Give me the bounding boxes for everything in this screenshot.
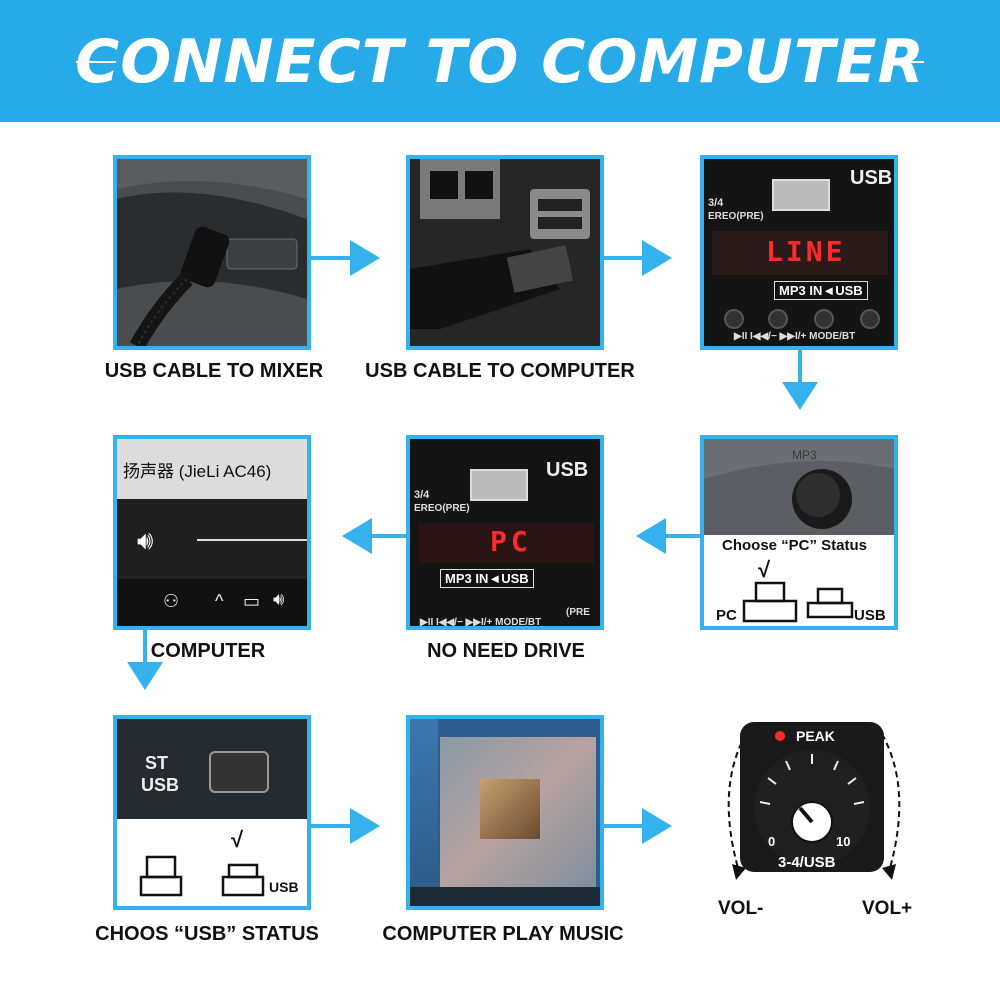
device-name: 扬声器 (JieLi AC46) [123,462,272,481]
usb-label: USB [850,167,893,189]
speaker-icon: 🔊︎ [137,525,154,555]
title-banner: CONNECT TO COMPUTER [0,0,1000,122]
mixer-button [768,309,788,329]
transport-labels: ▶II I◀◀/− ▶▶I/+ MODE/BT [734,331,856,342]
st-label: ST [145,753,169,773]
computer-sound-popup: 扬声器 (JieLi AC46) 🔊︎ ⚇ ^ ▭ 🔊︎ [113,435,311,630]
album-art [480,779,540,839]
arrow-right [642,240,672,276]
arrow-right [642,808,672,844]
network-icon: ▭ [243,591,261,611]
banner-rule-right [884,61,924,63]
display-readout: PC [490,525,532,558]
switch-pressed-icon [742,581,798,623]
knob-row [724,309,884,329]
transport-labels: ▶II I◀◀/− ▶▶I/+ MODE/BT [420,617,542,628]
instruction-text: Choose “PC” Status [722,537,868,554]
photo-usb-cable-computer [406,155,604,350]
mode-knob-photo: MP3 [704,439,894,535]
taskbar [117,579,307,626]
vol-plus-label: VOL+ [862,898,913,919]
input-label-sub: EREO(PRE) [708,211,764,222]
photo-usb-cable-mixer [113,155,311,350]
peak-label: PEAK [796,728,835,744]
mixer-button [814,309,834,329]
cable-plug-illustration [117,159,307,346]
pc-status-switch-panel: MP3 Choose “PC” Status √ PC USB [700,435,898,630]
switch-button [209,751,269,793]
page-title: CONNECT TO COMPUTER [75,27,925,97]
caption-no-need-drive: NO NEED DRIVE [427,640,585,662]
usb-label: USB [269,879,299,895]
switch-pressed-icon [221,863,265,897]
arrow-down [782,382,818,410]
checkmark: √ [231,827,244,852]
input-label-sub: EREO(PRE) [414,503,470,514]
mp3-in-usb-label: MP3 IN◄USB [440,569,534,588]
arrow-left [636,518,666,554]
svg-text:MP3: MP3 [792,448,817,462]
desktop-icons [410,719,438,906]
switch-released-icon [139,855,183,897]
usb-label: USB [854,607,886,624]
usb-label: USB [141,775,180,795]
knob-min-label: 0 [768,834,776,849]
volume-tray-icon: 🔊︎ [273,589,285,609]
arrow-right [350,240,380,276]
usb-status-switch-panel: ST USB √ USB [113,715,311,910]
mp3-in-usb-label: MP3 IN◄USB [774,281,868,300]
taskbar [410,887,600,906]
photo-mixer-panel-line: USB 3/4 EREO(PRE) LINE MP3 IN◄USB ▶II I◀… [700,155,898,350]
caption-computer-play-music: COMPUTER PLAY MUSIC [382,923,624,945]
popup-header [117,439,307,499]
volume-knob-illustration: PEAK 0 10 3-4/USB [706,718,918,890]
caption-computer: COMPUTER [150,640,266,662]
vol-minus-label: VOL- [718,898,764,919]
mixer-button [860,309,880,329]
arrow-down [127,662,163,690]
chevron-up-icon: ^ [215,591,224,611]
usb-port [470,469,528,501]
switch-released-icon [806,587,854,619]
led-display [712,231,888,275]
people-icon: ⚇ [163,591,180,611]
input-label: 3/4 [414,489,430,501]
banner-rule-left [76,61,116,63]
caption-choose-usb-status: CHOOS “USB” STATUS [95,923,319,945]
usb-port [772,179,830,211]
knob-max-label: 10 [836,834,851,849]
computer-play-music-screen [406,715,604,910]
checkmark: √ [758,557,771,582]
computer-ports-illustration [410,159,600,346]
caption-usb-to-mixer: USB CABLE TO MIXER [104,360,324,382]
pc-label: PC [716,607,737,624]
usb-label: USB [546,459,589,481]
arrow-right [350,808,380,844]
input-label: 3/4 [708,197,724,209]
channel-label: 3-4/USB [778,854,836,871]
volume-slider [197,539,307,541]
arrow-left [342,518,372,554]
caption-usb-to-computer: USB CABLE TO COMPUTER [365,360,635,382]
pre-label: (PRE [566,607,590,618]
led-display [418,523,594,563]
display-readout: LINE [766,235,846,268]
mixer-button [724,309,744,329]
photo-mixer-panel-pc: USB 3/4 EREO(PRE) PC MP3 IN◄USB (PRE ▶II… [406,435,604,630]
